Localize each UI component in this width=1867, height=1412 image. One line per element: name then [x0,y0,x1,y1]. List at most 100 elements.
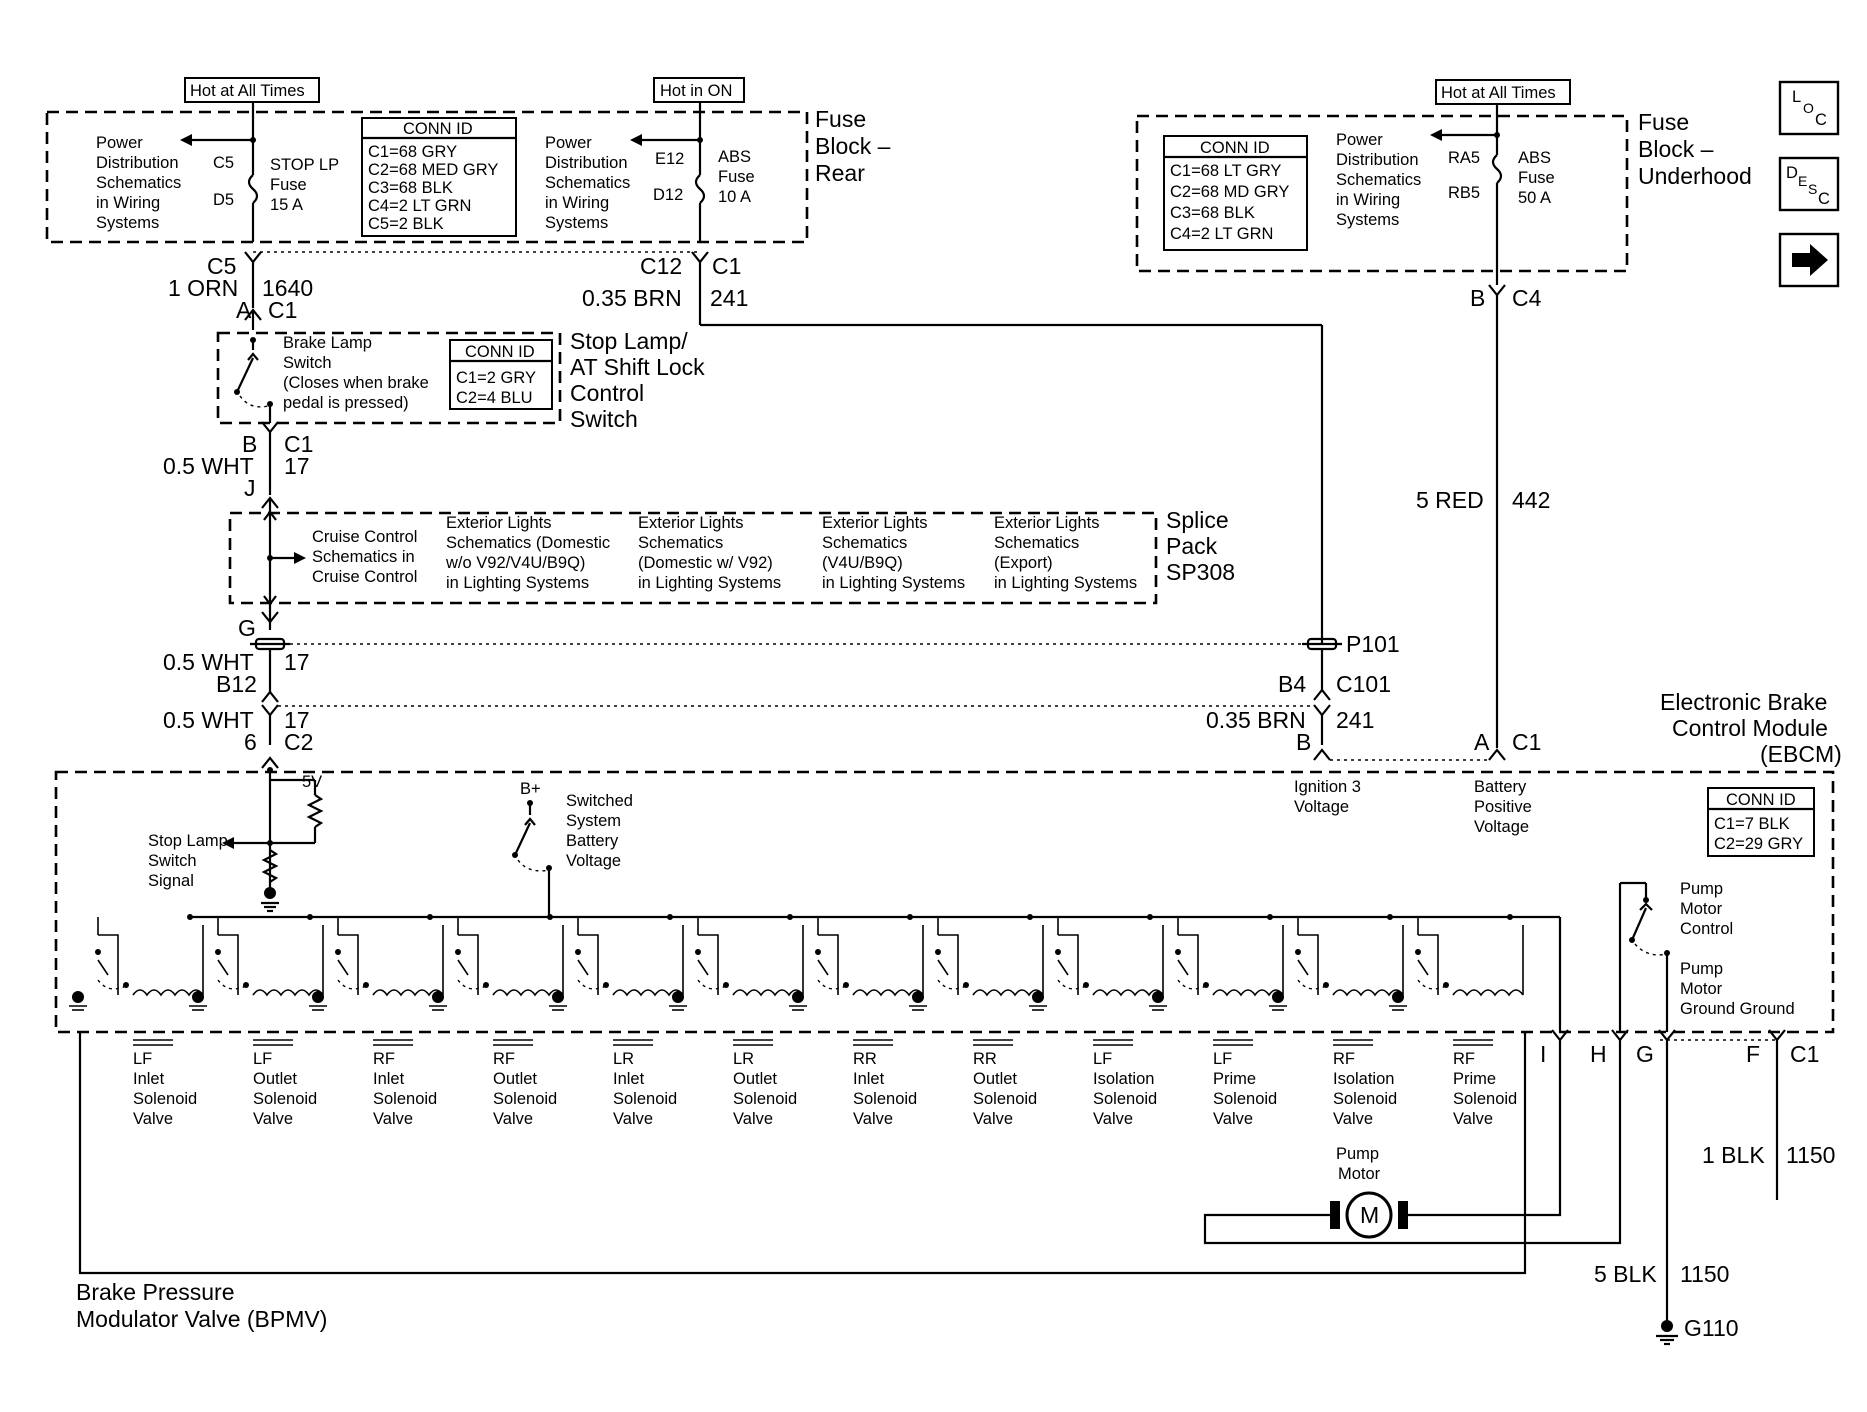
pin-label: A [236,297,252,323]
pin-label: B [242,431,257,457]
ebcm-signal-desc: Signal [148,872,194,890]
fuse-name: 50 A [1518,189,1551,207]
valve-label: RR [853,1050,877,1068]
circuit-number: 1150 [1680,1261,1729,1287]
ground-node [1392,991,1404,1003]
splice-ref-text: Schematics [638,534,723,552]
ebcm-pin-desc: Voltage [1294,798,1349,816]
power-dist-text: Power [545,134,592,152]
valve-label: Solenoid [373,1090,437,1108]
bus-junction [1027,914,1033,920]
splice-ref-text: in Lighting Systems [446,574,589,592]
contact-dot [123,982,129,988]
valve-label: Valve [373,1110,413,1128]
desc-button-text: E [1798,173,1807,189]
pump-motor-label: Motor [1338,1165,1381,1183]
valve-label: Valve [1453,1110,1493,1128]
wire-color-label: 0.35 BRN [582,285,682,311]
switch-arc [337,979,367,990]
arrow-left-icon [1430,129,1442,141]
splice-pack-sp308: Cruise Control Schematics in Cruise Cont… [228,498,1235,630]
switch-blade [1057,959,1069,976]
power-dist-text: Power [1336,131,1383,149]
fuse-block-rear-title-3: Rear [815,160,865,186]
valve-label: Isolation [1093,1070,1154,1088]
desc-button[interactable]: D E S C [1778,156,1840,212]
contact-dot [215,949,221,955]
p101-label: P101 [1346,631,1400,657]
desc-button-text: D [1786,164,1798,182]
valve-label: RF [493,1050,515,1068]
switch-blade [1417,959,1429,976]
connector-label: C1 [1790,1041,1819,1067]
contact-dot [455,949,461,955]
driver-lead [218,934,239,995]
conn-id-table-ebcm: CONN ID C1=7 BLK C2=29 GRY [1707,787,1815,857]
bpmv: LFInletSolenoidValveLFOutletSolenoidValv… [76,1032,1622,1332]
pin-label: I [1540,1041,1546,1067]
solenoid-coil-icon [1212,989,1284,997]
switch-desc: Brake Lamp [283,334,372,352]
contact-dot [363,982,369,988]
splice-ref-text: in Lighting Systems [638,574,781,592]
next-page-button[interactable] [1778,232,1840,288]
underhood-hot-label: Hot at All Times [1441,84,1556,102]
solenoid-driver [789,914,924,1011]
stop-switch-title: Switch [570,406,638,432]
valve-label: Solenoid [1093,1090,1157,1108]
driver-lead [818,934,839,995]
ebcm-title: Control Module [1672,715,1828,741]
fuse-name: ABS [718,148,751,166]
valve-label: Valve [1093,1110,1133,1128]
valve-label: LR [613,1050,634,1068]
solenoid-driver [1269,914,1404,1011]
pin-label: J [244,475,256,501]
circuit-number: 241 [1336,707,1374,733]
switch-arc [1297,979,1327,990]
circuit-number: 1640 [262,275,313,301]
valve-label: Solenoid [853,1090,917,1108]
stop-switch-title: AT Shift Lock [570,354,705,380]
switch-arc [817,979,847,990]
ebcm-bottom-pins: I H G F C1 [1540,1029,1819,1067]
loc-button[interactable]: L O C [1778,80,1840,136]
contact-dot [483,982,489,988]
conn-id-row: C5=2 BLK [368,215,444,233]
contact-dot [1203,982,1209,988]
wire-17-a: B C1 0.5 WHT 17 J [163,421,313,509]
power-dist-text: Systems [545,214,608,232]
splice-ref-text: (Domestic w/ V92) [638,554,773,572]
splice-ref-text: (V4U/B9Q) [822,554,903,572]
valve-label: Solenoid [613,1090,677,1108]
pin-label: B [1296,729,1311,755]
fuse-name: Fuse [270,176,307,194]
solenoid-driver [669,914,804,1011]
wire-241-bottom: 0.35 BRN 241 B [1206,704,1489,761]
ebcm-signal-desc: System [566,812,621,830]
switch-blade [697,959,709,976]
solenoid-coil-icon [492,989,564,997]
power-dist-text: Distribution [545,154,628,172]
desc-button-text: S [1808,181,1817,197]
conn-id-row: C2=29 GRY [1714,835,1803,853]
valve-label: Isolation [1333,1070,1394,1088]
wire-442: B C4 5 RED 442 [1416,271,1550,748]
solenoid-coil-icon [1332,989,1404,997]
switch-blade [217,959,229,976]
solenoid-coil-icon [1092,989,1164,997]
contact-dot [1323,982,1329,988]
wire-color-label: 0.5 WHT [163,707,254,733]
splice-ref-text: (Export) [994,554,1053,572]
driver-lead [1058,934,1079,995]
splice-title: Pack [1166,533,1218,559]
contact-dot [1055,949,1061,955]
power-dist-text: Schematics [545,174,630,192]
power-dist-text: Distribution [96,154,179,172]
valve-label: Solenoid [733,1090,797,1108]
ground-node [312,991,324,1003]
solenoid-driver [1029,914,1164,1011]
valve-label: Outlet [973,1070,1017,1088]
ebcm-pin-desc: Battery [1474,778,1527,796]
pin-label: G [1636,1041,1654,1067]
solenoid-coil-icon [1452,989,1524,997]
